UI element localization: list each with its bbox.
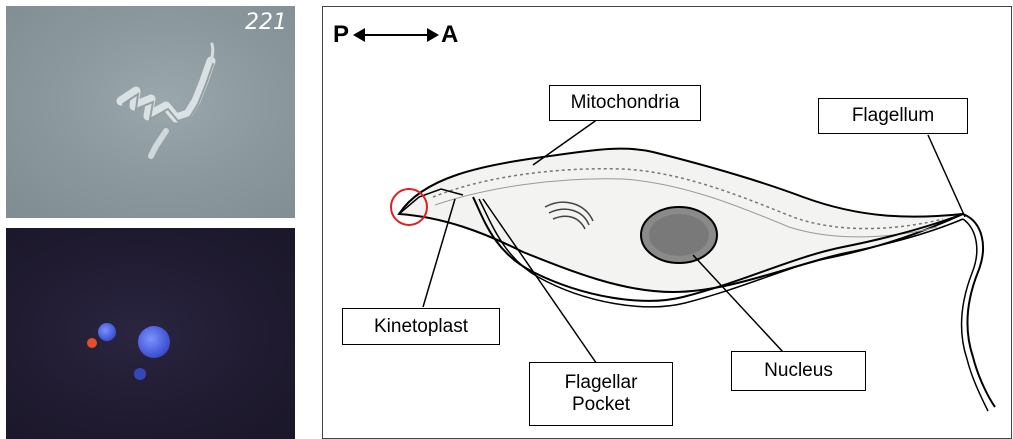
kinetoplast-stain xyxy=(87,338,97,348)
dic-micrograph: 221 xyxy=(6,6,295,218)
flagellar-pocket-label: Flagellar Pocket xyxy=(529,362,673,426)
anterior-label: A xyxy=(441,21,458,49)
nucleus-stain xyxy=(138,326,170,358)
flagellar-pocket-line1: Flagellar xyxy=(565,372,638,394)
trypanosome-diagram: P A Mitochondria Flagellum Kinetoplast F… xyxy=(322,6,1012,439)
fluorescence-micrograph xyxy=(6,228,295,439)
flagellum-label: Flagellum xyxy=(818,98,968,134)
frame-number: 221 xyxy=(245,10,287,35)
kinetoplast-label: Kinetoplast xyxy=(342,308,500,345)
nucleus-stain-small xyxy=(98,323,116,341)
flagellar-pocket-line2: Pocket xyxy=(572,394,630,416)
fluorescence-image xyxy=(6,228,295,439)
posterior-label: P xyxy=(333,21,349,49)
nucleus-stain-faint xyxy=(134,368,146,380)
arrowhead-left-icon xyxy=(353,28,365,42)
trypanosome-dic-image xyxy=(6,6,295,218)
axis-arrow xyxy=(353,28,439,42)
arrowhead-right-icon xyxy=(427,28,439,42)
mitochondria-label: Mitochondria xyxy=(549,85,701,121)
leader-flagellum xyxy=(928,135,965,217)
nucleus-label: Nucleus xyxy=(731,351,866,391)
free-flagellum xyxy=(963,214,995,407)
